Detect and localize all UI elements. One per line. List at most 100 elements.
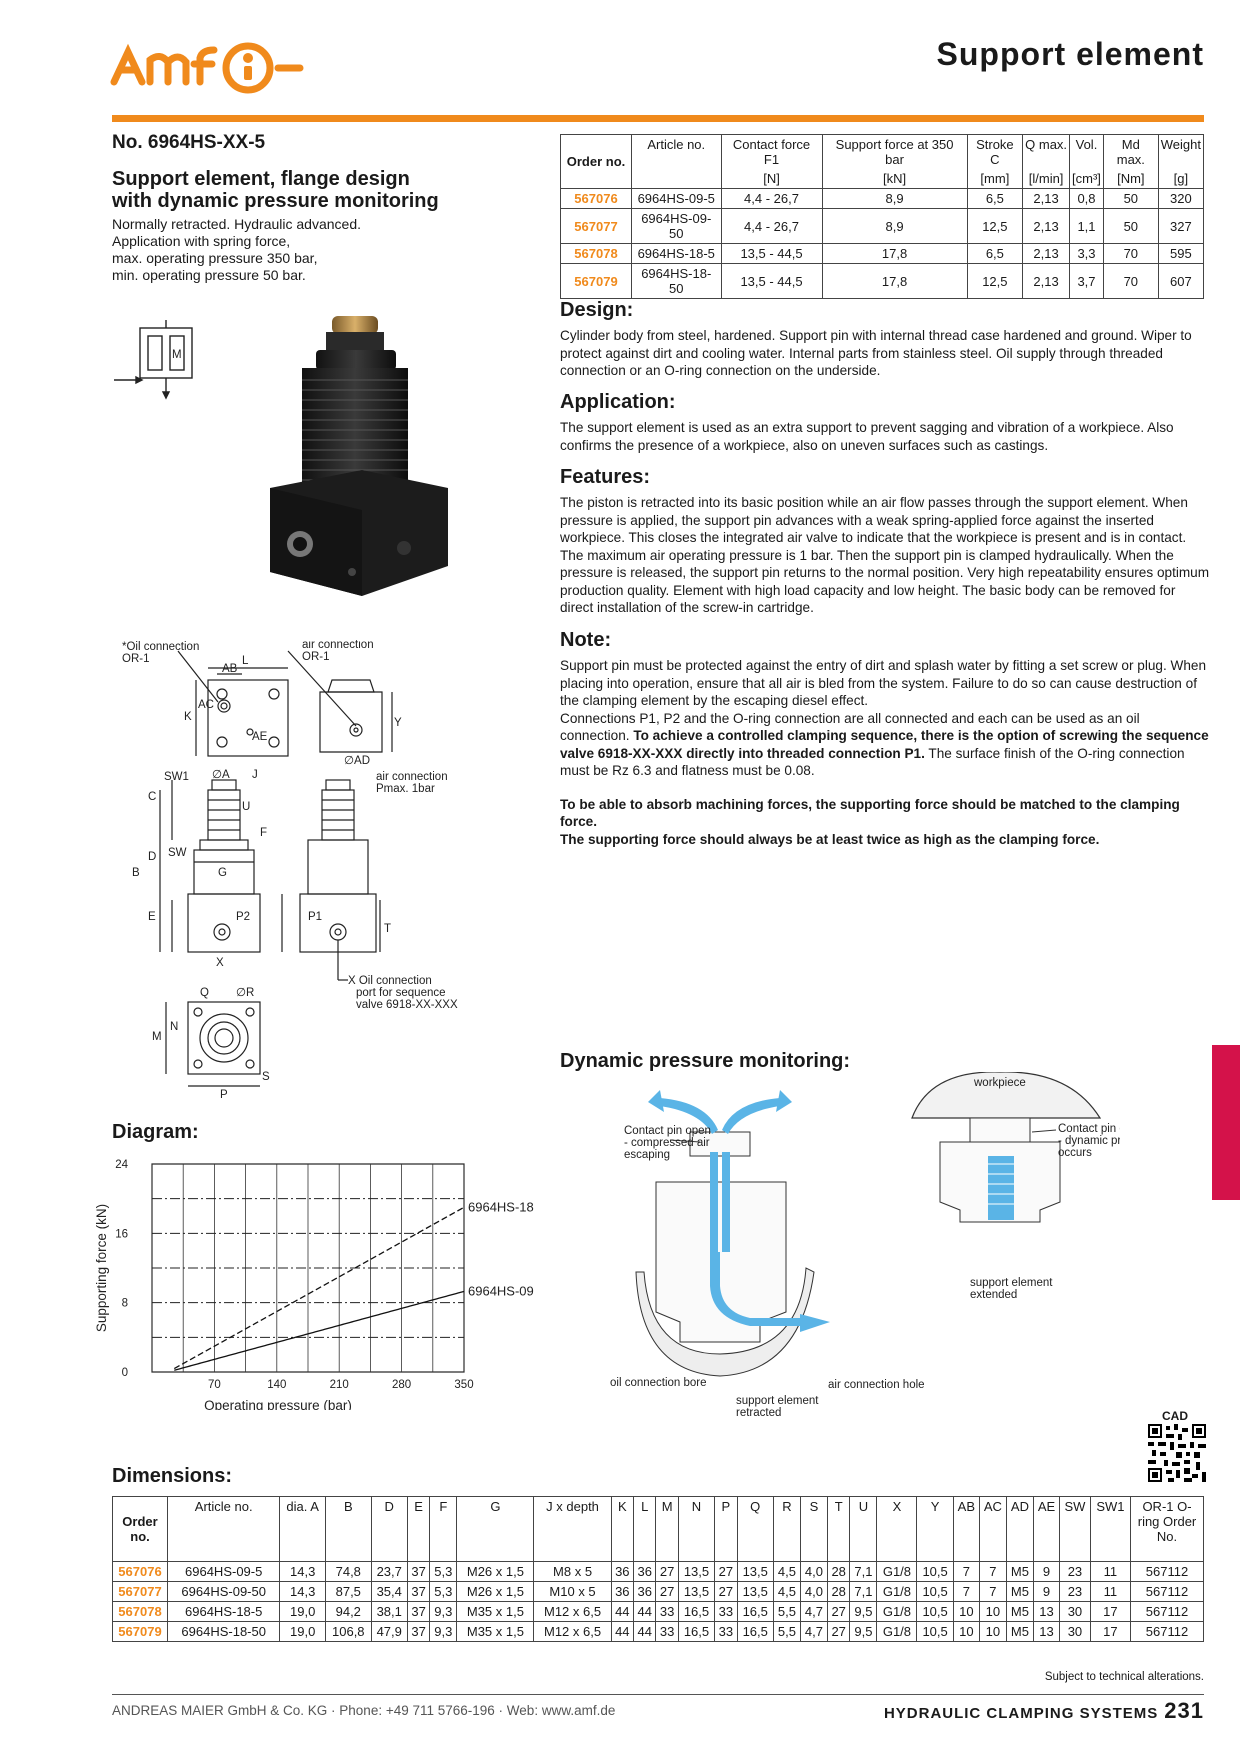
- table-cell: 2,13: [1022, 243, 1071, 264]
- application-title: Application:: [560, 391, 676, 413]
- qr-code-icon[interactable]: [1148, 1424, 1206, 1482]
- table-cell: 50: [1102, 188, 1159, 209]
- label-workpiece: workpiece: [973, 1077, 1026, 1089]
- table-cell: 27: [655, 1561, 679, 1582]
- table-cell: 13,5: [736, 1581, 774, 1602]
- table-cell: 47,9: [370, 1621, 408, 1642]
- col-article-no: Article no.: [631, 134, 722, 169]
- application-text: The support element is used as an extra …: [560, 420, 1174, 453]
- dim-sw1: SW1: [164, 771, 189, 783]
- dims-col-header: M: [655, 1496, 679, 1562]
- table-cell: 8,9: [821, 188, 968, 209]
- label-extended-1: support element: [970, 1277, 1053, 1289]
- table-cell: 9: [1032, 1581, 1061, 1602]
- label-x-oil: X Oil connection: [348, 975, 432, 987]
- dims-col-header: F: [429, 1496, 458, 1562]
- table-cell: 7: [978, 1581, 1007, 1602]
- note-paragraph-1: Support pin must be protected against th…: [560, 658, 1207, 708]
- table-cell: 9,5: [849, 1601, 878, 1622]
- table-cell: 7: [952, 1581, 980, 1602]
- table-cell: 74,8: [324, 1561, 372, 1582]
- table-cell: 9,3: [429, 1601, 458, 1622]
- dims-col-header: J x depth: [533, 1496, 612, 1562]
- table-cell: G1/8: [876, 1581, 918, 1602]
- dims-col-header: OR-1 O-ring Order No.: [1130, 1496, 1204, 1562]
- y-axis-label: Supporting force (kN): [96, 1204, 109, 1332]
- table-cell: 50: [1102, 208, 1159, 244]
- table-cell: M5: [1005, 1581, 1034, 1602]
- table-cell: 70: [1102, 263, 1159, 299]
- label-or1: OR-1: [122, 653, 149, 665]
- label-open-3: escaping: [624, 1149, 670, 1161]
- table-cell: 4,4 - 26,7: [720, 188, 823, 209]
- product-photo: [270, 316, 448, 596]
- label-air-hole: air connection hole: [828, 1379, 925, 1391]
- table-cell: G1/8: [876, 1561, 918, 1582]
- dim-e: E: [148, 911, 156, 923]
- table-cell: 33: [655, 1601, 679, 1622]
- dims-col-header: S: [799, 1496, 828, 1562]
- label-open-2: - compressed air: [624, 1137, 710, 1149]
- table-cell: 1,1: [1069, 208, 1104, 244]
- table-cell: 19,0: [279, 1601, 326, 1622]
- table-cell: M35 x 1,5: [456, 1621, 535, 1642]
- table-cell: 28: [826, 1581, 851, 1602]
- note-paragraph-4: The supporting force should always be at…: [560, 831, 1100, 847]
- table-cell: 44: [633, 1621, 657, 1642]
- table-cell: 6964HS-18-50: [631, 263, 722, 299]
- table-cell: 14,3: [279, 1581, 326, 1602]
- subject-note: Subject to technical alterations.: [1044, 1671, 1204, 1683]
- table-cell: 16,5: [677, 1621, 716, 1642]
- dim-p: P: [220, 1089, 228, 1100]
- table-cell: 4,5: [772, 1581, 801, 1602]
- hydraulic-symbol: M: [114, 320, 193, 400]
- unit-article: [631, 169, 722, 189]
- series-line-6964HS-09: [174, 1290, 465, 1371]
- label-oil-connection: *Oil connection: [122, 641, 199, 653]
- dim-y: Y: [394, 717, 402, 729]
- table-cell: 7: [978, 1561, 1007, 1582]
- dim-f: F: [260, 827, 267, 839]
- table-cell: 13,5: [677, 1581, 716, 1602]
- label-ad: ∅AD: [344, 755, 370, 767]
- table-cell: 10: [978, 1601, 1007, 1622]
- dim-t: T: [384, 923, 391, 935]
- table-cell: 37: [406, 1601, 431, 1622]
- dims-col-header: SW: [1059, 1496, 1091, 1562]
- dims-col-header: R: [772, 1496, 801, 1562]
- table-cell: 70: [1102, 243, 1159, 264]
- table-cell: 28: [826, 1561, 851, 1582]
- table-cell: 17: [1089, 1601, 1132, 1622]
- table-cell: 13,5: [736, 1561, 774, 1582]
- table-cell: 35,4: [370, 1581, 408, 1602]
- x-tick-label: 350: [454, 1379, 473, 1391]
- table-cell: 12,5: [966, 263, 1024, 299]
- table-cell: 10: [952, 1601, 980, 1622]
- product-subtitle: Support element, flange design with dyna…: [112, 168, 542, 212]
- note-paragraph-2: Connections P1, P2 and the O-ring connec…: [560, 710, 1210, 780]
- order-number-cell: 567077: [560, 208, 632, 244]
- table-cell: 36: [610, 1581, 635, 1602]
- col-order-no: Order no.: [560, 134, 632, 189]
- table-header-row: Order no. Article no. Contact force F1 S…: [560, 134, 1205, 189]
- table-cell: 607: [1157, 263, 1205, 299]
- dims-col-header: T: [826, 1496, 851, 1562]
- table-cell: 7,1: [849, 1581, 878, 1602]
- footer-company: ANDREAS MAIER GmbH & Co. KG · Phone: +49…: [112, 1703, 616, 1718]
- table-cell: 5,3: [429, 1581, 458, 1602]
- table-cell: 27: [826, 1621, 851, 1642]
- table-cell: 17,8: [821, 243, 968, 264]
- dims-col-header: AC: [978, 1496, 1007, 1562]
- footer-rule: [112, 1694, 1204, 1695]
- table-cell: 5,5: [772, 1601, 801, 1622]
- table-cell: 4,0: [799, 1581, 828, 1602]
- table-cell: M12 x 6,5: [533, 1621, 612, 1642]
- table-cell: 9: [1032, 1561, 1061, 1582]
- order-number-cell: 567077: [112, 1581, 168, 1602]
- table-cell: 27: [655, 1581, 679, 1602]
